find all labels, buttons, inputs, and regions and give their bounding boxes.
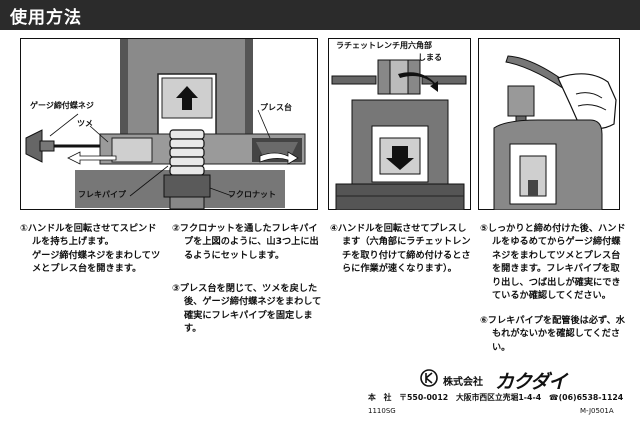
label-tighten: しまる <box>418 53 442 62</box>
label-press-base: プレス台 <box>260 103 292 112</box>
company-brand: カクダイ <box>495 371 567 393</box>
company-address: 本 社 〒550-0012 大阪市西区立売堀1-4-4 ☎(06)6538-11… <box>368 393 624 402</box>
label-flexible-pipe: フレキパイプ <box>78 190 126 199</box>
figure-3-illustration <box>478 38 620 210</box>
label-gauge-screw: ゲージ締付蝶ネジ <box>30 101 94 110</box>
step-4: ④ハンドルを回転させてプレスします（六角部にラチェットレンチを取り付けて締め付け… <box>330 222 472 276</box>
figure-2: ラチェットレンチ用六角部 しまる <box>328 38 471 210</box>
step-3: ③プレス台を閉じて、ツメを戻した後、ゲージ締付蝶ネジをまわして確実にフレキパイプ… <box>172 282 322 336</box>
step-5-text: ⑤しっかりと締め付けた後、ハンドルをゆるめてからゲージ締付蝶ネジをまわしてツメと… <box>480 223 626 302</box>
step-1-text-b: ゲージ締付蝶ネジをまわしてツメとプレス台を開きます。 <box>32 249 161 275</box>
figure-1: ゲージ締付蝶ネジ ツメ プレス台 フレキパイプ フクロナット <box>20 38 318 210</box>
step-1-text-a: ①ハンドルを回転させてスピンドルを持ち上げます。 <box>20 223 157 248</box>
document-code-left: 1110SG <box>368 407 396 415</box>
step-2-text: ②フクロナットを通したフレキパイプを上図のように、山3つ上に出るようにセットしま… <box>172 223 319 261</box>
document-code-right: M-J0501A <box>580 407 614 415</box>
figure-1-illustration <box>20 38 318 210</box>
step-4-text: ④ハンドルを回転させてプレスします（六角部にラチェットレンチを取り付けて締め付け… <box>330 223 471 275</box>
label-flare-nut: フクロナット <box>228 190 276 199</box>
kakudai-mark-icon <box>420 369 438 387</box>
figure-2-illustration <box>328 38 471 210</box>
page-title: 使用方法 <box>10 8 82 28</box>
step-6: ⑥フレキパイプを配管後は必ず、水もれがないかを確認してください。 <box>480 314 626 354</box>
step-6-text: ⑥フレキパイプを配管後は必ず、水もれがないかを確認してください。 <box>480 315 625 353</box>
label-ratchet-hex: ラチェットレンチ用六角部 <box>336 41 432 50</box>
header-bar: 使用方法 <box>0 0 640 30</box>
step-3-text: ③プレス台を閉じて、ツメを戻した後、ゲージ締付蝶ネジをまわして確実にフレキパイプ… <box>172 283 322 335</box>
step-1: ①ハンドルを回転させてスピンドルを持ち上げます。 ゲージ締付蝶ネジをまわしてツメ… <box>20 222 162 276</box>
company-type: 株式会社 <box>443 377 483 388</box>
label-claw: ツメ <box>77 119 93 128</box>
step-5: ⑤しっかりと締め付けた後、ハンドルをゆるめてからゲージ締付蝶ネジをまわしてツメと… <box>480 222 626 302</box>
step-2: ②フクロナットを通したフレキパイプを上図のように、山3つ上に出るようにセットしま… <box>172 222 322 262</box>
figure-3 <box>478 38 620 210</box>
